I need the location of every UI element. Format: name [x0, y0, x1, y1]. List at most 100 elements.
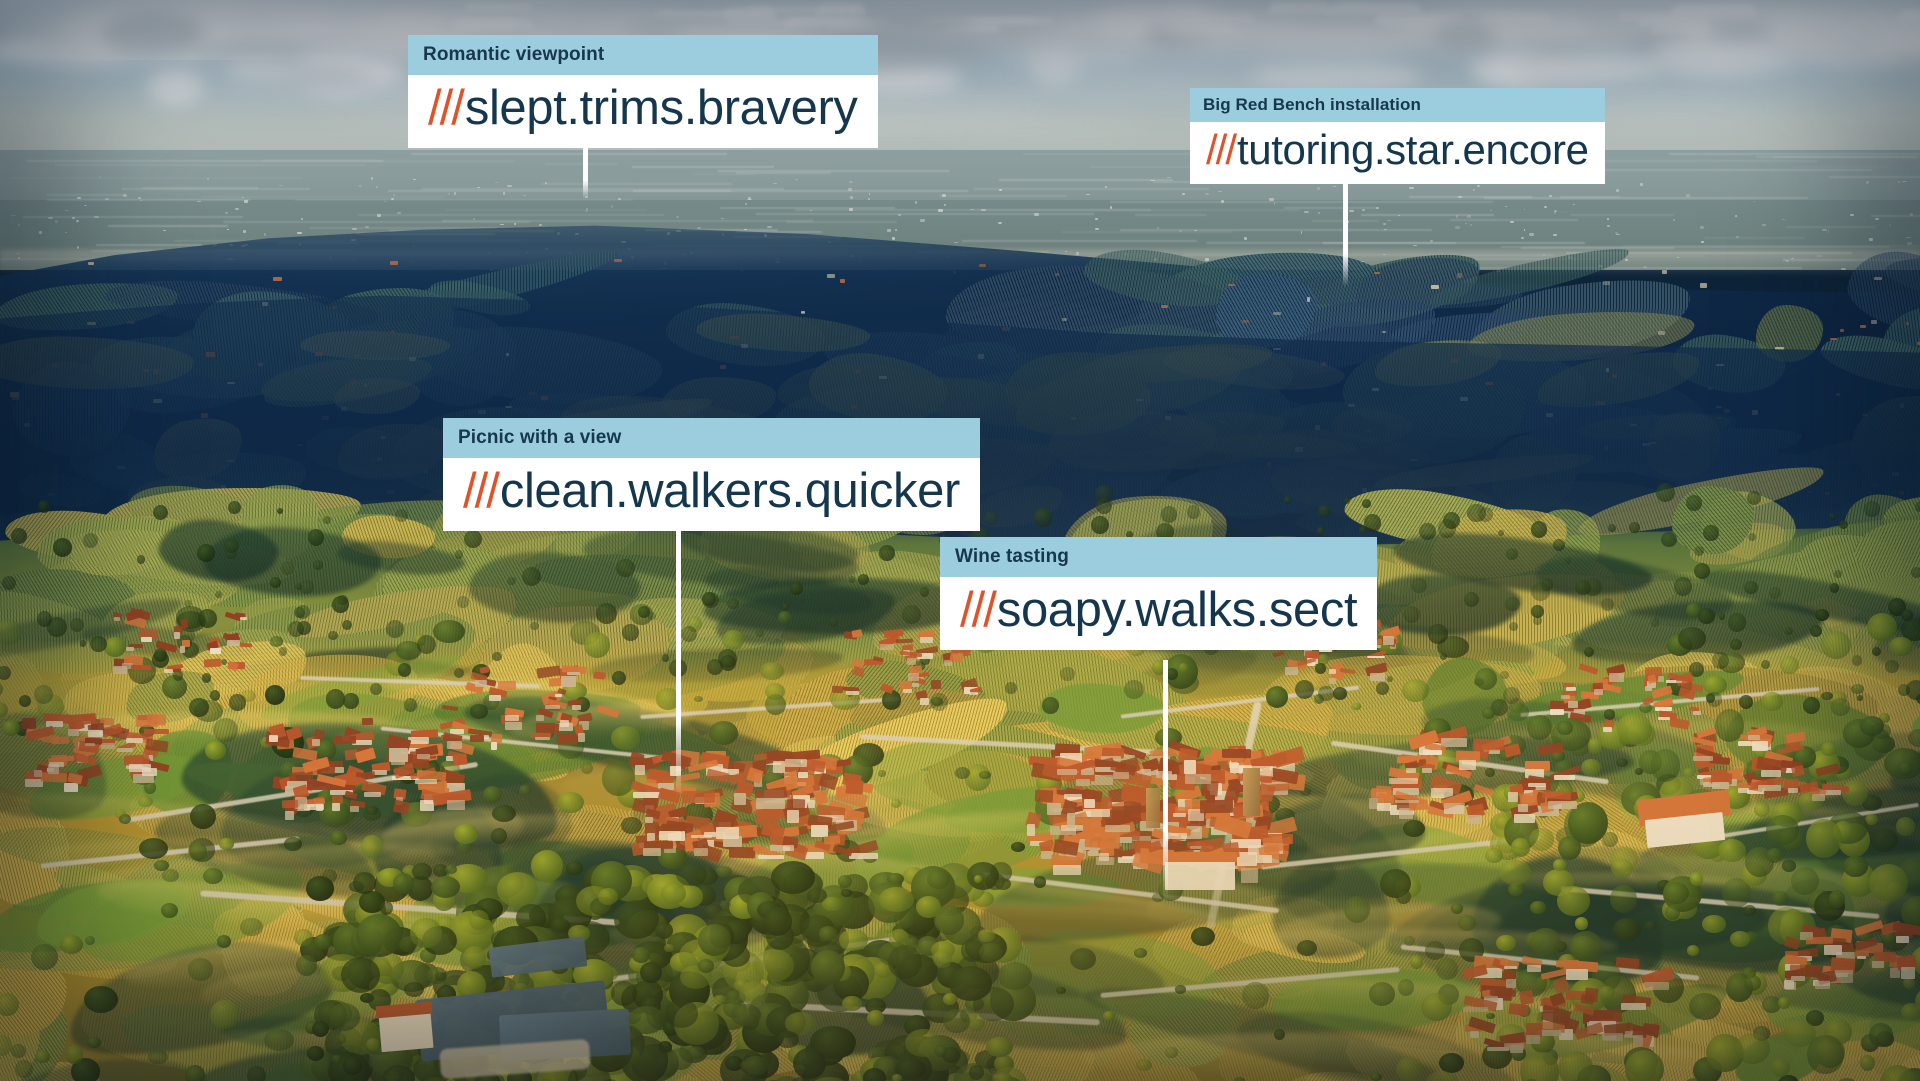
- distant-building: [794, 178, 798, 181]
- distant-roof: [1870, 319, 1878, 325]
- cloud: [860, 11, 975, 32]
- distant-building: [1220, 200, 1224, 203]
- distant-field-line: [1360, 214, 1494, 217]
- cloud: [349, 14, 448, 38]
- tree: [469, 909, 489, 930]
- tree: [984, 510, 999, 525]
- tree: [153, 648, 167, 662]
- tree: [1481, 706, 1495, 719]
- building-wall: [907, 658, 916, 666]
- tree: [1743, 904, 1756, 916]
- distant-building: [224, 212, 228, 215]
- distant-building: [1869, 238, 1873, 241]
- building-wall: [907, 672, 919, 682]
- what3words-slashes-icon: ///: [960, 583, 997, 637]
- cloud: [834, 99, 1045, 112]
- distant-building: [235, 208, 239, 210]
- distant-building: [499, 224, 504, 226]
- building-wall: [1185, 773, 1211, 785]
- distant-building: [1182, 192, 1186, 195]
- tree: [454, 550, 464, 559]
- building-wall: [1856, 955, 1867, 960]
- building-wall: [1693, 755, 1714, 761]
- building-wall: [1758, 785, 1781, 791]
- distant-building: [502, 192, 506, 196]
- callout-big-red-bench[interactable]: Big Red Bench installation /// tutoring.…: [1190, 88, 1605, 185]
- tree: [858, 574, 869, 585]
- callout-romantic-viewpoint[interactable]: Romantic viewpoint /// slept.trims.brave…: [408, 35, 878, 149]
- tree: [483, 786, 502, 804]
- tree: [1650, 748, 1681, 782]
- building-wall: [1567, 701, 1579, 709]
- callout-picnic-with-a-view[interactable]: Picnic with a view /// clean.walkers.qui…: [443, 418, 980, 532]
- building-wall: [304, 804, 324, 811]
- tree: [87, 1036, 101, 1049]
- distant-building: [1217, 191, 1223, 193]
- distant-field-line: [1793, 166, 1887, 169]
- distant-building: [1865, 180, 1870, 184]
- distant-field-line: [107, 224, 228, 227]
- building-wall: [849, 853, 879, 860]
- tree: [602, 761, 636, 796]
- building-wall: [350, 806, 360, 813]
- building-wall: [1395, 800, 1419, 804]
- palazzo-wall: [1165, 858, 1235, 890]
- distant-building: [1110, 206, 1113, 209]
- distant-building: [809, 210, 812, 212]
- tree: [1803, 697, 1820, 714]
- distant-building: [495, 182, 498, 184]
- building-wall: [49, 761, 65, 767]
- building-wall: [505, 715, 520, 722]
- cloud: [1823, 104, 1920, 113]
- distant-roof: [1431, 284, 1439, 289]
- tree: [1747, 533, 1756, 542]
- distant-building: [849, 208, 853, 211]
- distant-field-line: [421, 188, 784, 191]
- distant-building: [357, 184, 362, 187]
- distant-building: [1781, 218, 1786, 221]
- tree: [978, 929, 996, 942]
- building-roof: [930, 679, 942, 689]
- building-roof: [1124, 800, 1142, 816]
- building-wall: [1026, 824, 1035, 836]
- distant-field-line: [633, 189, 969, 192]
- tree: [1507, 883, 1524, 897]
- distant-building: [748, 196, 752, 200]
- building-wall: [416, 754, 430, 760]
- tree: [1895, 817, 1916, 836]
- building-wall: [1075, 778, 1091, 787]
- tree: [1587, 738, 1603, 754]
- building-wall: [1377, 803, 1392, 812]
- distant-field-line: [1565, 252, 1853, 255]
- tree: [342, 1055, 363, 1075]
- distant-building: [767, 225, 773, 228]
- distant-building: [1625, 259, 1628, 261]
- tree: [1233, 1077, 1246, 1081]
- distant-roof: [273, 276, 283, 282]
- distant-building: [17, 256, 21, 260]
- tree: [879, 545, 895, 561]
- distant-field-line: [122, 187, 310, 190]
- building-wall: [544, 705, 561, 710]
- tree: [1558, 1050, 1594, 1081]
- tree: [760, 661, 784, 680]
- distant-field-line: [410, 152, 727, 155]
- cloud: [1163, 6, 1218, 37]
- building-roof: [131, 664, 152, 671]
- distant-roof: [389, 260, 399, 266]
- distant-building: [507, 185, 513, 187]
- distant-building: [207, 178, 210, 180]
- tree: [1411, 577, 1427, 594]
- tree: [1317, 505, 1331, 519]
- tree: [1611, 859, 1633, 878]
- building-wall: [1066, 813, 1076, 828]
- callout-wine-tasting[interactable]: Wine tasting /// soapy.walks.sect: [940, 537, 1378, 651]
- tree: [1807, 1035, 1844, 1074]
- tree: [1034, 876, 1046, 888]
- tree: [1527, 714, 1552, 740]
- cloud: [224, 56, 298, 80]
- building-wall: [1711, 782, 1730, 789]
- tree: [464, 529, 482, 548]
- distant-building: [1300, 231, 1303, 234]
- tree: [1463, 591, 1479, 608]
